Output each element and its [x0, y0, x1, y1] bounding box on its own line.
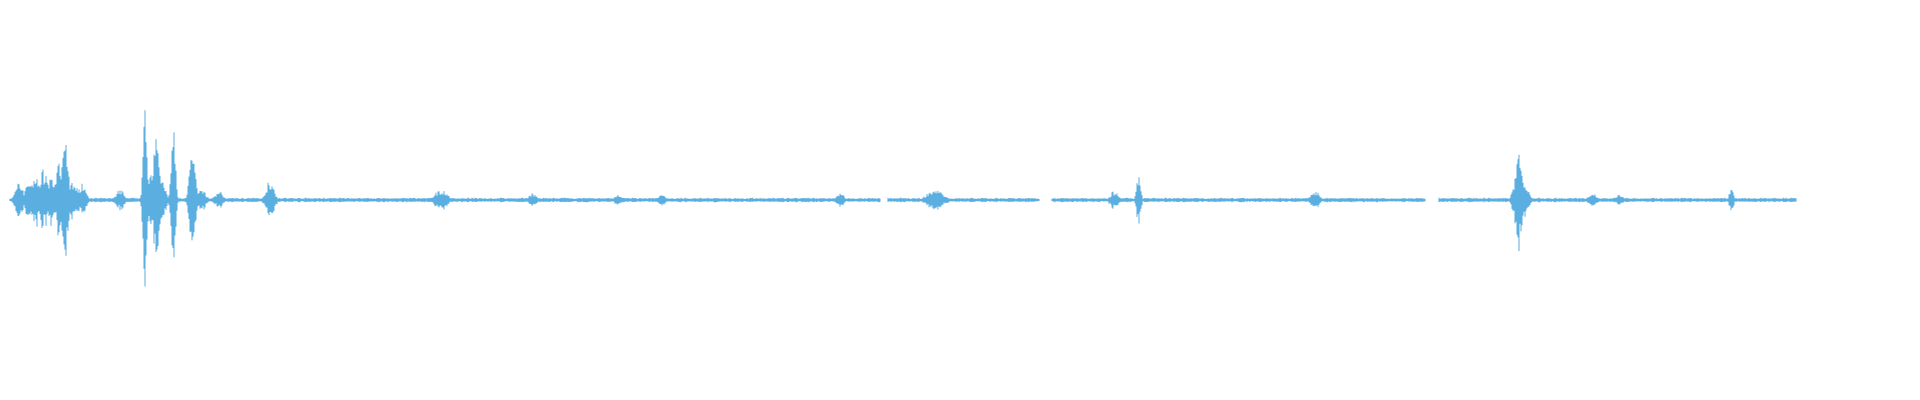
waveform-signal: [9, 110, 1797, 287]
